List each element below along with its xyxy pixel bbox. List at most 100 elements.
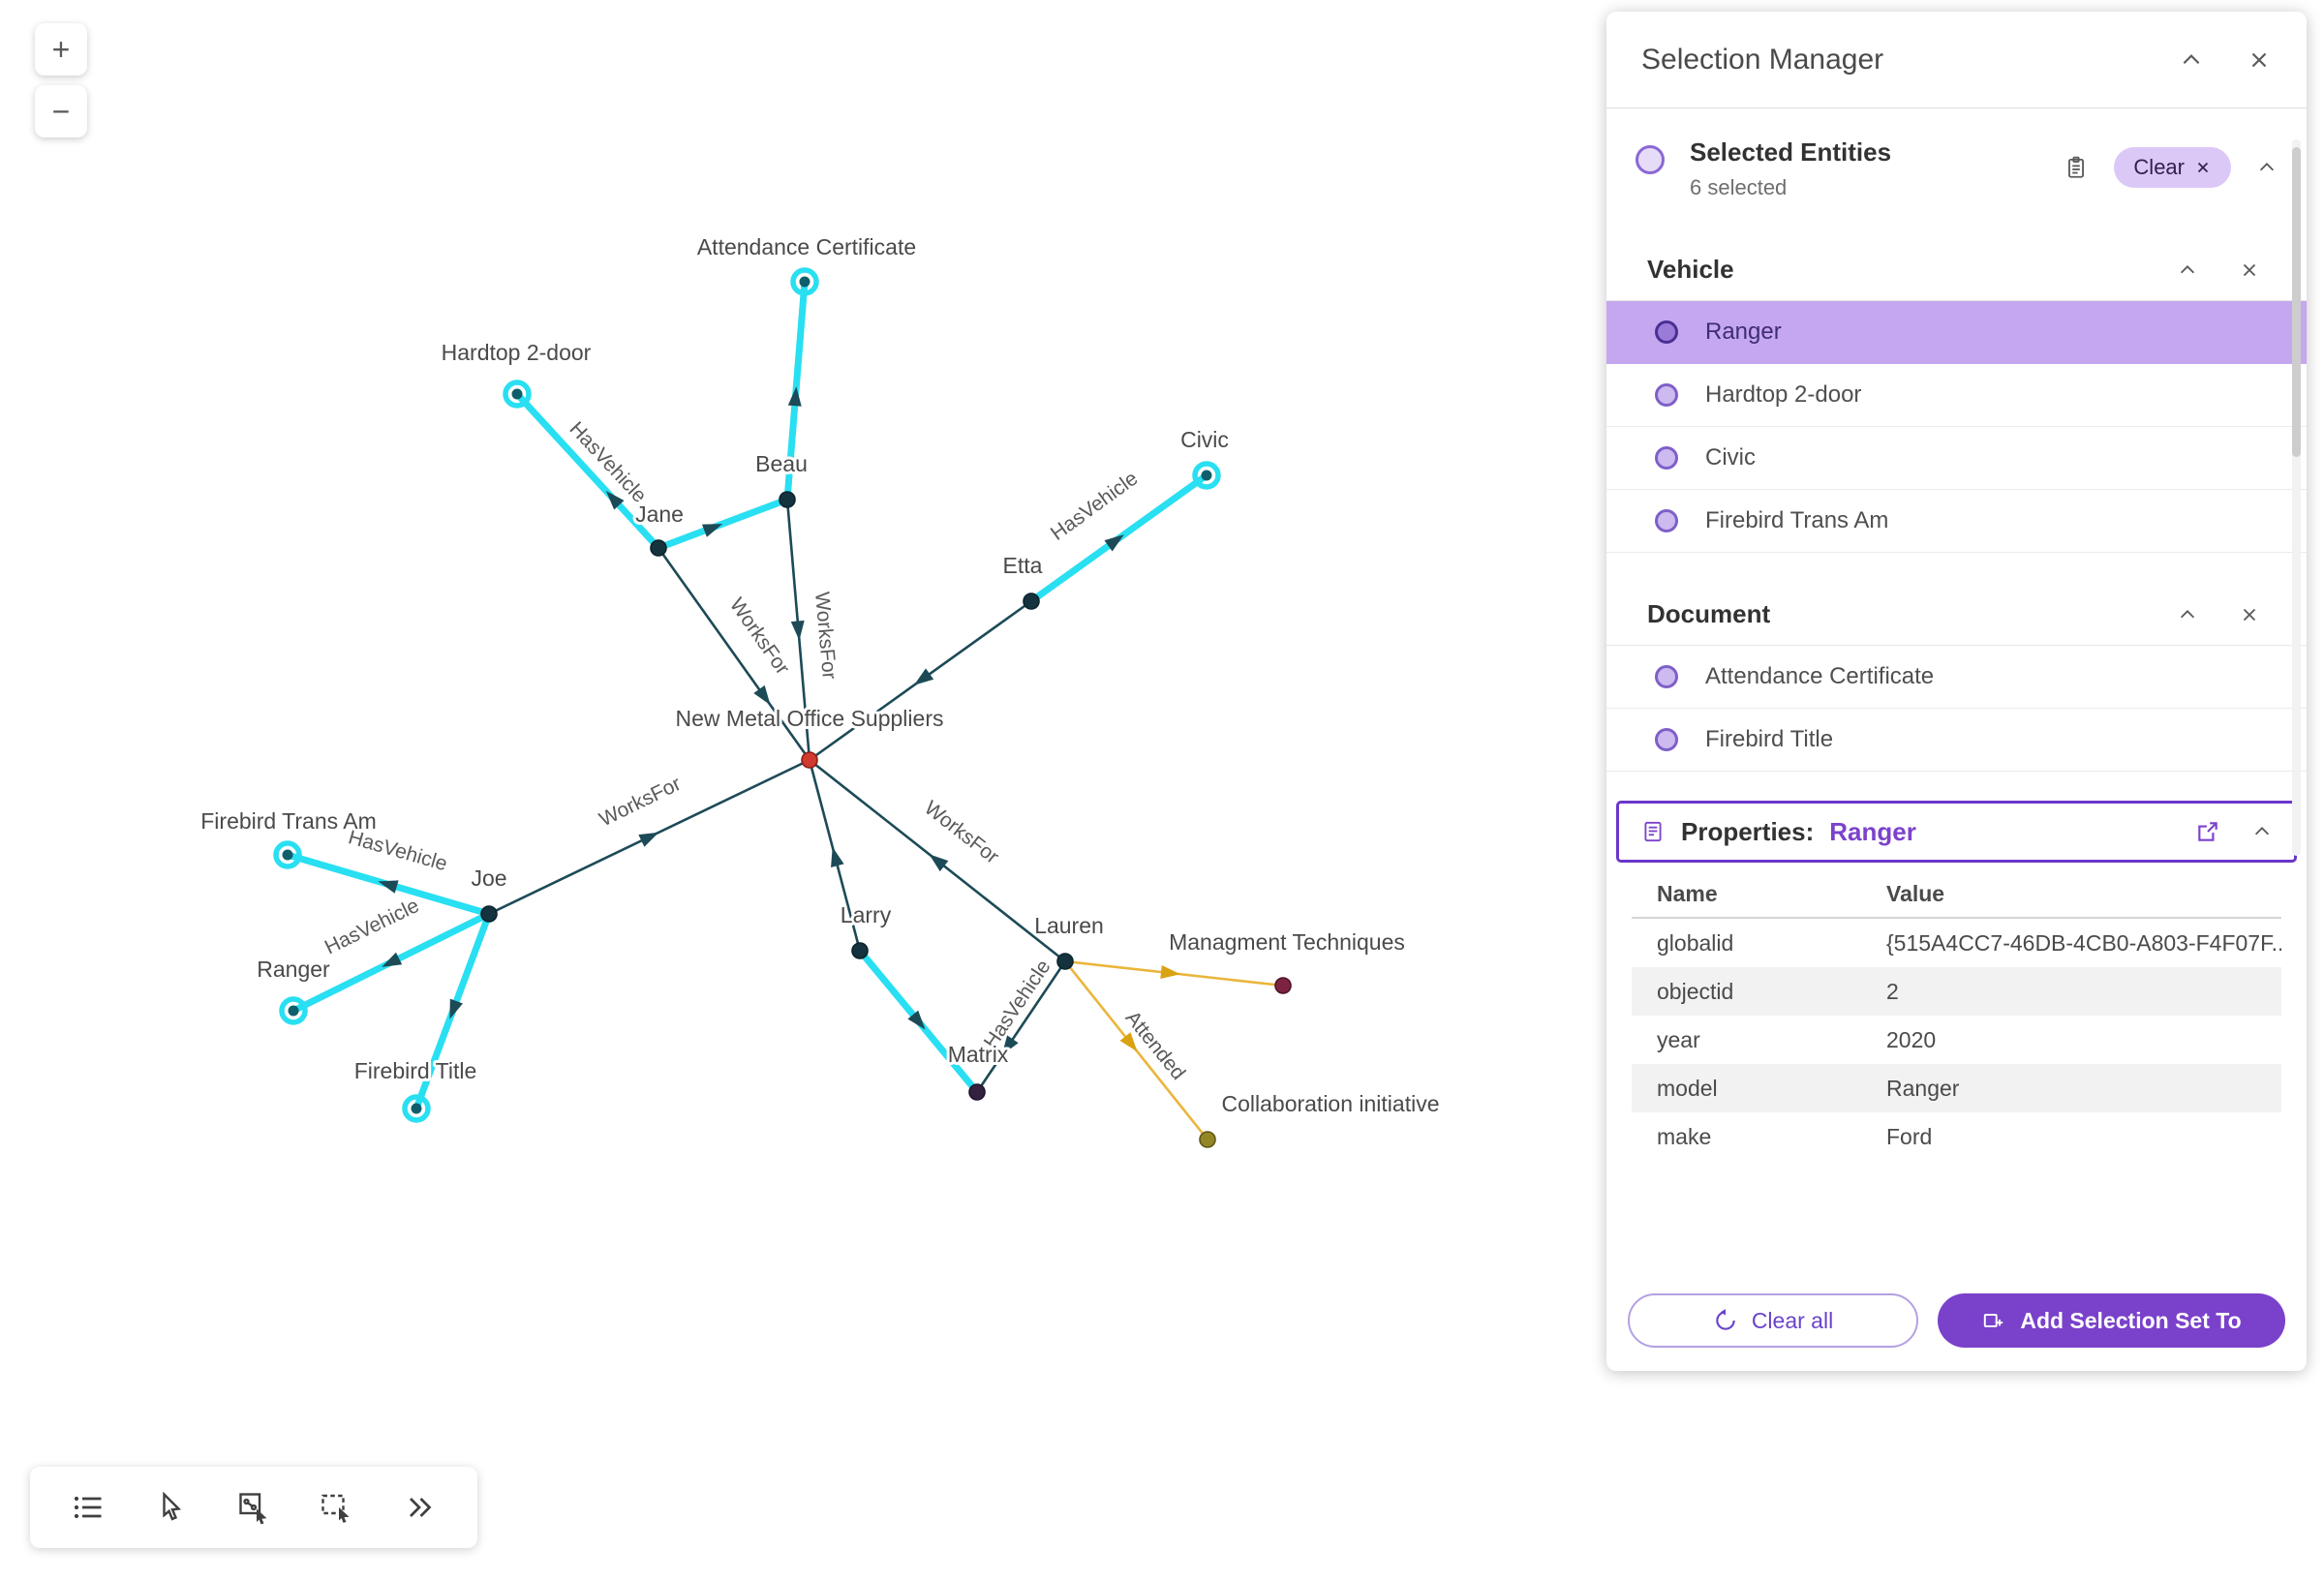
edge-arrow-icon — [1104, 534, 1124, 552]
node-label-collaboration: Collaboration initiative — [1221, 1091, 1439, 1116]
node-label-larry: Larry — [841, 902, 892, 927]
chevron-up-icon[interactable] — [2177, 604, 2198, 625]
edge-arrow-icon — [605, 491, 625, 510]
chevron-up-icon[interactable] — [2177, 259, 2198, 281]
node-label-ranger: Ranger — [257, 957, 330, 982]
edge-arrow-icon — [638, 832, 659, 847]
node-label-jane: Jane — [635, 501, 684, 527]
graph-edge-lauren-matrix[interactable] — [975, 959, 1067, 1094]
graph-node-firebird_title[interactable] — [411, 1103, 422, 1114]
marquee-select-icon[interactable] — [312, 1483, 360, 1532]
node-label-joe: Joe — [471, 866, 506, 891]
node-label-lauren: Lauren — [1034, 913, 1104, 938]
edge-arrow-icon — [1001, 1035, 1019, 1055]
clear-all-label: Clear all — [1751, 1307, 1834, 1333]
entity-row-hardtop[interactable]: Hardtop 2-door — [1606, 364, 2307, 427]
properties-entity: Ranger — [1829, 816, 1916, 846]
zoom-out-button[interactable]: − — [35, 85, 87, 137]
add-selection-set-button[interactable]: Add Selection Set To — [1938, 1293, 2285, 1348]
entity-row-firebird-title[interactable]: Firebird Title — [1606, 709, 2307, 772]
graph-node-attendance_certificate[interactable] — [799, 276, 810, 288]
panel-header: Selection Manager — [1606, 12, 2307, 108]
graph-edge-jane-hardtop[interactable] — [513, 390, 662, 552]
close-icon[interactable] — [2239, 259, 2260, 281]
entity-row-attendance-certificate[interactable]: Attendance Certificate — [1606, 646, 2307, 709]
edge-label: WorksFor — [810, 591, 841, 680]
node-label-hardtop: Hardtop 2-door — [442, 340, 592, 365]
entity-group-document: Document Attendance Certificate Firebird… — [1606, 599, 2307, 772]
graph-node-larry[interactable] — [851, 942, 869, 959]
chevron-up-icon[interactable] — [2179, 47, 2204, 73]
clear-all-button[interactable]: Clear all — [1628, 1293, 1918, 1348]
node-label-attendance_certificate: Attendance Certificate — [697, 234, 916, 259]
add-selection-label: Add Selection Set To — [2020, 1307, 2242, 1333]
selected-entities-title: Selected Entities — [1690, 137, 1892, 167]
close-icon[interactable] — [2247, 47, 2272, 73]
group-title: Vehicle — [1647, 255, 1734, 284]
graph-node-civic[interactable] — [1201, 470, 1212, 481]
properties-page-icon — [1640, 819, 1666, 844]
entity-row-civic[interactable]: Civic — [1606, 427, 2307, 490]
clipboard-icon[interactable] — [2064, 155, 2089, 180]
graph-node-beau[interactable] — [779, 491, 796, 508]
graph-node-etta[interactable] — [1023, 592, 1040, 610]
zoom-in-button[interactable]: + — [35, 23, 87, 76]
graph-node-collaboration[interactable] — [1199, 1131, 1216, 1148]
zoom-control: + − — [35, 23, 87, 137]
pointer-icon[interactable] — [147, 1483, 196, 1532]
graph-edge-jane-company[interactable] — [657, 546, 811, 762]
graph-edge-jane-beau[interactable] — [655, 496, 791, 552]
edge-arrow-icon — [790, 620, 805, 641]
properties-header[interactable]: Properties: Ranger — [1616, 801, 2297, 863]
graph-node-company[interactable] — [801, 751, 818, 769]
edge-arrow-icon — [831, 846, 844, 867]
more-tools-icon[interactable] — [395, 1483, 443, 1532]
graph-node-managment[interactable] — [1274, 977, 1292, 994]
legend-icon[interactable] — [64, 1483, 112, 1532]
node-label-firebird_trans_am: Firebird Trans Am — [200, 808, 377, 834]
edge-arrow-icon — [907, 1010, 926, 1030]
selected-count: 6 selected — [1690, 175, 1788, 199]
select-features-icon[interactable] — [229, 1483, 278, 1532]
edge-arrow-icon — [1119, 1032, 1138, 1052]
chevron-up-icon[interactable] — [2251, 821, 2273, 842]
node-label-beau: Beau — [755, 451, 808, 476]
edge-arrow-icon — [378, 880, 399, 894]
entity-group-vehicle: Vehicle Ranger Hardtop 2-door Civic — [1606, 255, 2307, 553]
property-row: globalid{515A4CC7-46DB-4CB0-A803-F4F07F.… — [1657, 929, 2281, 956]
column-name: Name — [1657, 880, 1718, 906]
scrollbar-thumb[interactable] — [2292, 147, 2301, 457]
entity-row-firebird-trans-am[interactable]: Firebird Trans Am — [1606, 490, 2307, 553]
graph-node-lauren[interactable] — [1056, 953, 1074, 970]
graph-node-matrix[interactable] — [968, 1083, 986, 1101]
node-label-managment: Managment Techniques — [1169, 929, 1405, 955]
selection-halo-attendance_certificate — [790, 267, 819, 296]
entity-label: Firebird Trans Am — [1705, 507, 1889, 533]
graph-node-firebird_trans_am[interactable] — [282, 849, 293, 861]
close-icon[interactable] — [2239, 604, 2260, 625]
column-value: Value — [1886, 880, 1945, 906]
entity-row-ranger[interactable]: Ranger — [1606, 301, 2307, 364]
entity-icon — [1655, 320, 1678, 344]
selection-halo-hardtop — [503, 380, 532, 409]
edge-arrow-icon — [913, 668, 934, 685]
graph-node-hardtop[interactable] — [511, 388, 523, 400]
graph-node-ranger[interactable] — [288, 1005, 299, 1017]
clear-selection-button[interactable]: Clear — [2114, 147, 2231, 188]
entity-label: Firebird Title — [1705, 726, 1834, 752]
chevron-up-icon[interactable] — [2256, 157, 2278, 178]
node-label-etta: Etta — [1003, 553, 1043, 578]
open-in-new-icon[interactable] — [2195, 819, 2220, 844]
graph-node-joe[interactable] — [480, 905, 498, 923]
entity-label: Hardtop 2-door — [1705, 381, 1862, 408]
node-label-civic: Civic — [1180, 427, 1229, 452]
graph-node-jane[interactable] — [650, 539, 667, 557]
selection-halo-firebird_title — [402, 1094, 431, 1123]
edge-arrow-icon — [701, 524, 723, 537]
edge-arrow-icon — [787, 386, 802, 407]
